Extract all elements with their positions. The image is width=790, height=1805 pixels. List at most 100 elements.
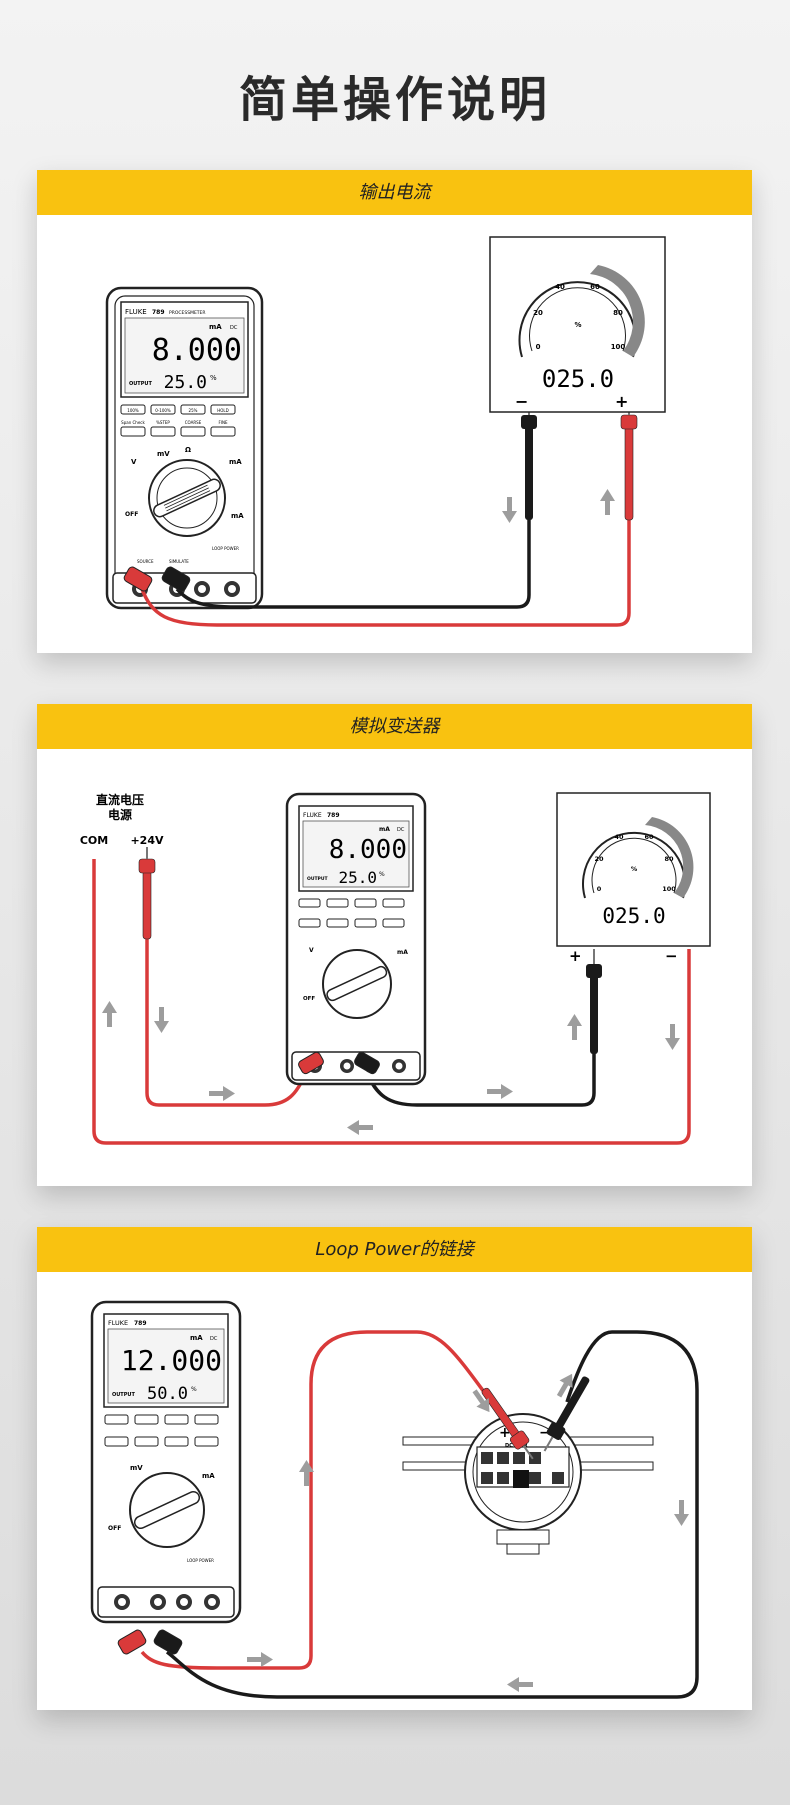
meter-secondary-unit: % xyxy=(191,1386,197,1393)
diag-arrow-red xyxy=(472,1389,490,1413)
red-probe xyxy=(481,1387,534,1460)
right-arrow xyxy=(247,1652,273,1667)
black-lead-wire xyxy=(175,515,531,609)
tick-40: 40 xyxy=(614,833,624,841)
meter-unit: mA xyxy=(190,1334,203,1342)
label-off: OFF xyxy=(125,511,138,518)
label-fine: FINE xyxy=(219,420,228,425)
v24-label: +24V xyxy=(130,834,164,847)
tick-40: 40 xyxy=(555,283,565,291)
com-wire xyxy=(92,859,691,1145)
label-simulate: SIMULATE xyxy=(169,559,189,564)
process-indicator: 0 20 40 60 80 100 % 025.0 xyxy=(489,236,666,413)
section-heading: 输出电流 xyxy=(37,170,752,215)
up-arrow-meter xyxy=(567,1014,582,1040)
red-plug xyxy=(123,566,153,592)
diag-arrow-black xyxy=(556,1373,573,1398)
down-arrow-right xyxy=(674,1500,689,1526)
red-plug xyxy=(298,1051,324,1075)
label-ma: mA xyxy=(229,458,242,466)
meter-black-wire xyxy=(365,1049,596,1107)
down-arrow xyxy=(502,497,517,523)
btn-hold: HOLD xyxy=(217,408,228,413)
btn-100: 100% xyxy=(127,408,139,413)
meter-main-reading: 8.000 xyxy=(329,835,407,865)
plus-sign: + xyxy=(499,1425,511,1441)
process-indicator: 0 20 40 60 80 100 % 025.0 xyxy=(556,792,711,947)
plus-sign: + xyxy=(569,947,582,965)
meter-mode: DC xyxy=(230,325,238,331)
meter-output-label: OUTPUT xyxy=(129,381,152,387)
black-plug xyxy=(354,1051,380,1075)
indicator-reading: 025.0 xyxy=(542,365,614,393)
tick-100: 100 xyxy=(662,885,676,893)
black-probe xyxy=(586,949,602,1054)
label-v: V xyxy=(131,458,137,466)
meter-model-label: PROCESSMETER xyxy=(169,310,206,316)
label-span-check: Span Check xyxy=(121,420,145,425)
meter-secondary-unit: % xyxy=(210,374,217,382)
meter-model: 789 xyxy=(327,812,340,819)
tick-20: 20 xyxy=(594,855,604,863)
right-arrow-2 xyxy=(487,1084,513,1099)
tick-0: 0 xyxy=(597,885,602,893)
meter-main-reading: 12.000 xyxy=(121,1344,222,1377)
section-heading: Loop Power的链接 xyxy=(37,1227,752,1272)
supply-red-wire xyxy=(145,929,307,1107)
supply-red-probe xyxy=(138,847,156,940)
down-arrow-supply xyxy=(154,1007,169,1033)
meter-unit: mA xyxy=(209,323,222,331)
minus-sign: − xyxy=(665,947,678,965)
up-arrow-com xyxy=(102,1001,117,1027)
minus-sign: − xyxy=(539,1425,551,1441)
red-plug xyxy=(117,1629,147,1655)
simulate-transmitter-diagram: 直流电压 电源 COM +24V FLUKE 789 mA DC xyxy=(80,792,711,1145)
black-plug xyxy=(161,566,191,592)
meter-secondary-reading: 25.0 xyxy=(338,868,377,887)
multimeter: FLUKE 789 mA DC 12.000 OUTPUT 50.0 % xyxy=(90,1300,242,1624)
meter-unit: mA xyxy=(379,826,390,833)
tick-60: 60 xyxy=(590,283,600,291)
black-loop-wire xyxy=(165,1330,699,1699)
section-loop-power: Loop Power的链接 FLUKE 789 mA DC 12.000 OUT… xyxy=(37,1227,752,1710)
tick-100: 100 xyxy=(611,343,626,351)
multimeter: FLUKE 789 mA DC 8.000 OUTPUT 25.0 % xyxy=(285,792,427,1086)
com-label: COM xyxy=(80,834,108,847)
plus-sign: + xyxy=(615,392,628,411)
label-source: SOURCE xyxy=(137,559,154,564)
right-arrow-1 xyxy=(209,1086,235,1101)
meter-brand: FLUKE xyxy=(108,1319,128,1327)
tick-80: 80 xyxy=(613,309,623,317)
minus-sign: − xyxy=(515,392,528,411)
meter-brand: FLUKE xyxy=(125,308,147,316)
meter-secondary-reading: 50.0 xyxy=(147,1384,188,1404)
source-label-1: 直流电压 xyxy=(96,792,144,807)
black-probe xyxy=(521,401,537,520)
meter-main-reading: 8.000 xyxy=(152,333,242,368)
label-v: V xyxy=(309,947,314,954)
red-lead-wire xyxy=(140,515,631,627)
multimeter: FLUKE 789 PROCESSMETER mA DC 8.000 OUTPU… xyxy=(105,286,264,610)
meter-output-label: OUTPUT xyxy=(307,876,329,882)
up-arrow xyxy=(600,489,615,515)
tick-20: 20 xyxy=(533,309,543,317)
meter-brand: FLUKE xyxy=(303,812,322,819)
unit-percent: % xyxy=(574,321,581,329)
label-mv: mV xyxy=(157,450,170,458)
up-arrow xyxy=(299,1460,314,1486)
label-mv: mV xyxy=(130,1464,143,1472)
source-label-2: 电源 xyxy=(108,807,132,822)
tick-60: 60 xyxy=(644,833,654,841)
meter-secondary-reading: 25.0 xyxy=(164,372,207,393)
red-probe xyxy=(620,401,638,521)
black-probe xyxy=(543,1376,590,1452)
label-ma: mA xyxy=(397,949,408,956)
label-ma: mA xyxy=(202,1472,215,1480)
label-ohm: Ω xyxy=(185,446,191,454)
tick-80: 80 xyxy=(664,855,674,863)
section-heading: 模拟变送器 xyxy=(37,704,752,749)
btn-25: 25% xyxy=(189,408,198,413)
transmitter: DC PWR xyxy=(402,1413,654,1555)
black-plug xyxy=(153,1629,183,1655)
page-title: 简单操作说明 xyxy=(238,72,551,128)
